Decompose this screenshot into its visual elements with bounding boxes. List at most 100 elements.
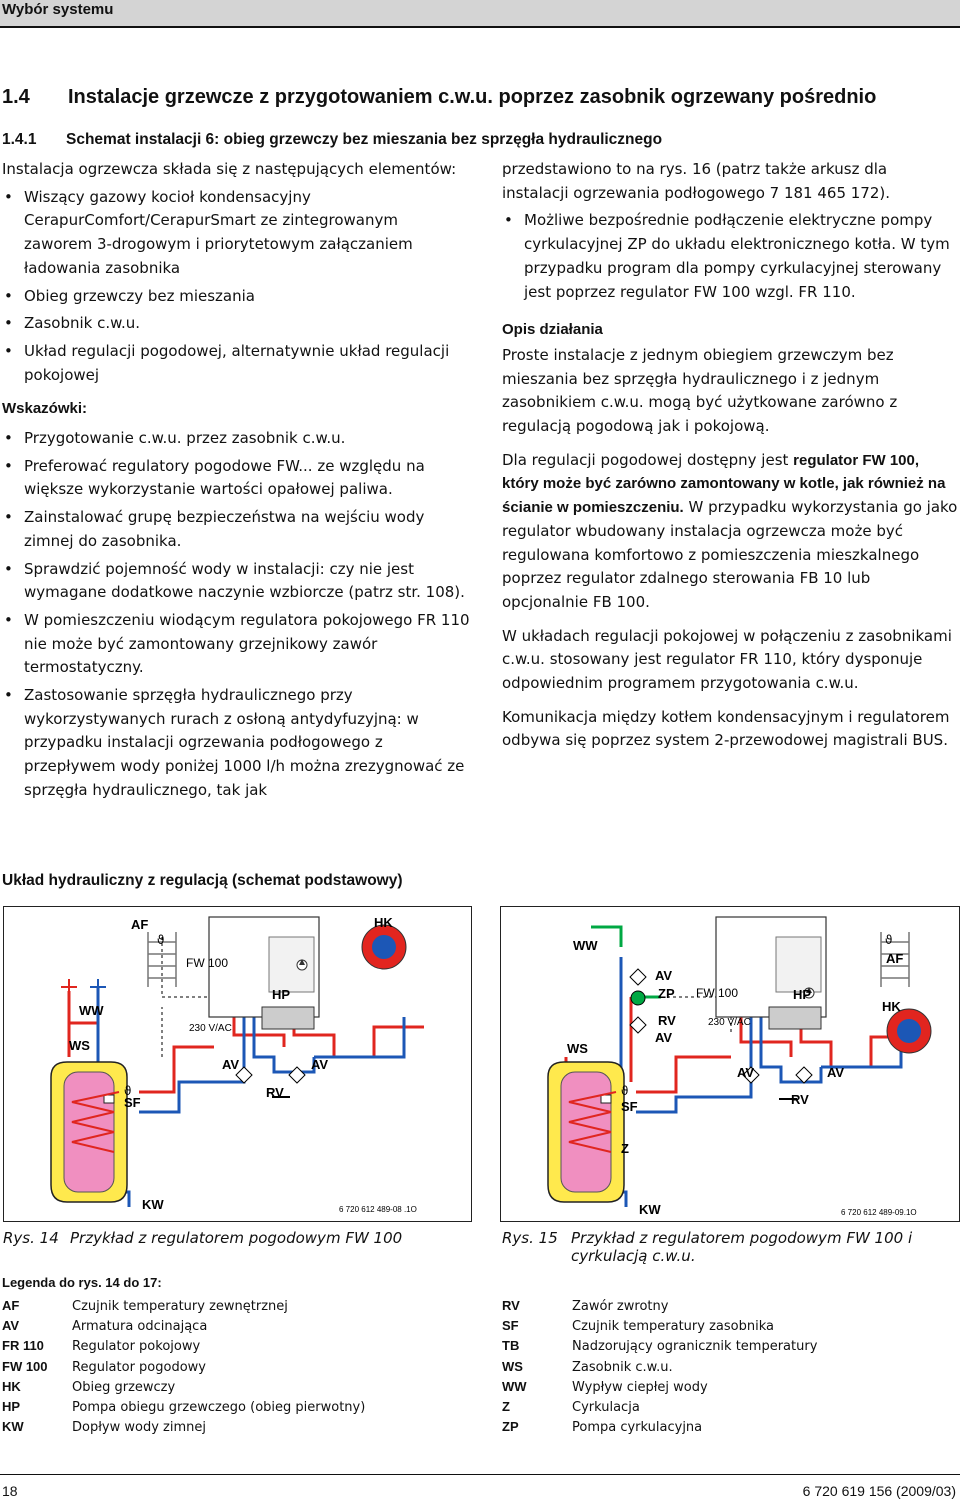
hydraulic-diagram-14: AF HK FW 100 HP WW WS 230 V/AC AV AV RV …: [50, 915, 424, 1214]
label-av-mid: AV: [655, 1030, 672, 1045]
intro-paragraph: Instalacja ogrzewcza składa się z następ…: [2, 160, 457, 178]
theta-symbol: ϑ: [157, 933, 164, 947]
heading-1-number: 1.4: [2, 86, 30, 108]
legend-key: AF: [2, 1298, 20, 1313]
label-ws: WS: [69, 1038, 90, 1053]
legend-value: Dopływ wody zimnej: [72, 1420, 206, 1436]
legend-value: Regulator pogodowy: [72, 1359, 206, 1375]
paragraph-bold-text: regulator FW 100, który może być zarówno…: [502, 451, 946, 517]
legend-key: KW: [2, 1419, 24, 1435]
list-item: Wiszący gazowy kocioł kondensacyjny Cera…: [2, 186, 470, 281]
legend-row: KW Dopływ wody zimnej: [2, 1417, 472, 1437]
legend-key: FR 110: [2, 1338, 44, 1354]
note-item: W pomieszczeniu wiodącym regulatora poko…: [2, 609, 470, 680]
hydraulic-diagram-15: WW AF HK AV ZP FW 100 HP RV AV 230 V/AC …: [547, 916, 932, 1217]
label-av-1: AV: [737, 1065, 754, 1080]
note-item: Preferować regulatory pogodowe FW... ze …: [2, 455, 470, 502]
label-hp: HP: [272, 987, 290, 1002]
legend-key: WS: [502, 1358, 523, 1374]
legend-key: HK: [2, 1378, 21, 1394]
note-item: Przygotowanie c.w.u. przez zasobnik c.w.…: [2, 427, 470, 451]
label-av-2: AV: [827, 1065, 844, 1080]
figure-15-caption: Rys. 15 Przykład z regulatorem pogodowym …: [502, 1229, 958, 1265]
legend-key: SF: [502, 1318, 519, 1334]
legend-key: FW 100: [2, 1358, 48, 1374]
legend-key: Z: [502, 1399, 510, 1415]
legend-value: Regulator pokojowy: [72, 1339, 201, 1355]
paragraph-text: Dla regulacji pogodowej dostępny jest: [502, 450, 794, 469]
list-item: Obieg grzewczy bez mieszania: [2, 285, 470, 309]
legend-key: HP: [2, 1399, 21, 1415]
legend-value: Czujnik temperatury zewnętrznej: [72, 1299, 288, 1314]
label-av-top: AV: [655, 968, 672, 983]
heading-2-number: 1.4.1: [2, 131, 37, 148]
heading-1: 1.4 Instalacje grzewcze z przygotowaniem …: [2, 86, 876, 109]
label-fw100: FW 100: [696, 986, 738, 1000]
legend-value: Pompa cyrkulacyjna: [572, 1420, 703, 1436]
legend-key: WW: [502, 1378, 527, 1394]
legend-row: FR 110 Regulator pokojowy: [2, 1336, 472, 1356]
paragraph: Proste instalacje z jednym obiegiem grze…: [502, 345, 898, 436]
theta-symbol: ϑ: [124, 1084, 131, 1098]
theta-symbol: ϑ: [885, 933, 892, 947]
paragraph-text: W przypadku wykorzystania go jako regula…: [502, 498, 958, 611]
legend-row: Z Cyrkulacja: [502, 1397, 958, 1417]
section-title: Wybór systemu: [2, 1, 114, 18]
caption-text: Przykład z regulatorem pogodowym FW 100 …: [571, 1229, 913, 1265]
label-rv: RV: [791, 1092, 809, 1107]
paragraph: Dla regulacji pogodowej dostępny jest re…: [502, 449, 958, 615]
legend-row: FW 100 Regulator pogodowy: [2, 1357, 472, 1377]
figure-number: 6 720 612 489-08 .1O: [339, 1205, 417, 1214]
label-kw: KW: [142, 1197, 164, 1212]
label-rv: RV: [266, 1085, 284, 1100]
label-kw: KW: [639, 1202, 661, 1217]
legend-key: RV: [502, 1298, 520, 1313]
label-ww: WW: [79, 1003, 104, 1018]
label-fw100: FW 100: [186, 956, 228, 970]
label-av-2: AV: [311, 1057, 328, 1072]
label-zp: ZP: [658, 986, 675, 1001]
caption-number: Rys. 15: [502, 1229, 558, 1247]
legend-row: HK Obieg grzewczy: [2, 1377, 472, 1397]
legend-value: Nadzorujący ogranicznik temperatury: [572, 1339, 818, 1355]
legend-row: AF Czujnik temperatury zewnętrznej: [2, 1296, 472, 1316]
legend-value: Wypływ ciepłej wody: [572, 1379, 708, 1395]
label-av-1: AV: [222, 1057, 239, 1072]
legend-value: Cyrkulacja: [572, 1400, 640, 1416]
label-230vac: 230 V/AC: [189, 1023, 232, 1034]
right-column: przedstawiono to na rys. 16 (patrz także…: [502, 158, 958, 753]
figure-number: 6 720 612 489-09.1O: [841, 1208, 917, 1217]
label-ws: WS: [567, 1041, 588, 1056]
document-number: 6 720 619 156 (2009/03): [802, 1483, 956, 1499]
diagram-title: Układ hydrauliczny z regulacją (schemat …: [2, 872, 403, 889]
heading-1-text: Instalacje grzewcze z przygotowaniem c.w…: [68, 86, 877, 108]
theta-symbol: ϑ: [621, 1084, 628, 1098]
figure-15-diagram: WW AF HK AV ZP FW 100 HP RV AV 230 V/AC …: [500, 906, 960, 1222]
list-item: Układ regulacji pogodowej, alternatywnie…: [2, 340, 470, 387]
legend-row: WW Wypływ ciepłej wody: [502, 1377, 958, 1397]
label-hp: HP: [793, 987, 811, 1002]
legend-value: Pompa obiegu grzewczego (obieg pierwotny…: [72, 1400, 366, 1416]
note-item: Zainstalować grupę bezpieczeństwa na wej…: [2, 506, 470, 553]
label-hk: HK: [374, 915, 393, 930]
legend-title: Legenda do rys. 14 do 17:: [2, 1275, 162, 1290]
legend-key: TB: [502, 1338, 520, 1354]
page-number: 18: [2, 1483, 18, 1499]
caption-number: Rys. 14: [3, 1229, 59, 1247]
footer-rule: [0, 1474, 960, 1475]
legend-value: Obieg grzewczy: [72, 1379, 176, 1395]
label-230vac: 230 V/AC: [708, 1017, 751, 1028]
label-z: Z: [621, 1141, 629, 1156]
label-hk: HK: [882, 999, 901, 1014]
caption-text: Przykład z regulatorem pogodowym FW 100: [70, 1229, 403, 1247]
legend-key: AV: [2, 1318, 20, 1334]
legend-row: TB Nadzorujący ogranicznik temperatury: [502, 1336, 958, 1356]
paragraph: Komunikacja między kotłem kondensacyjnym…: [502, 707, 950, 750]
